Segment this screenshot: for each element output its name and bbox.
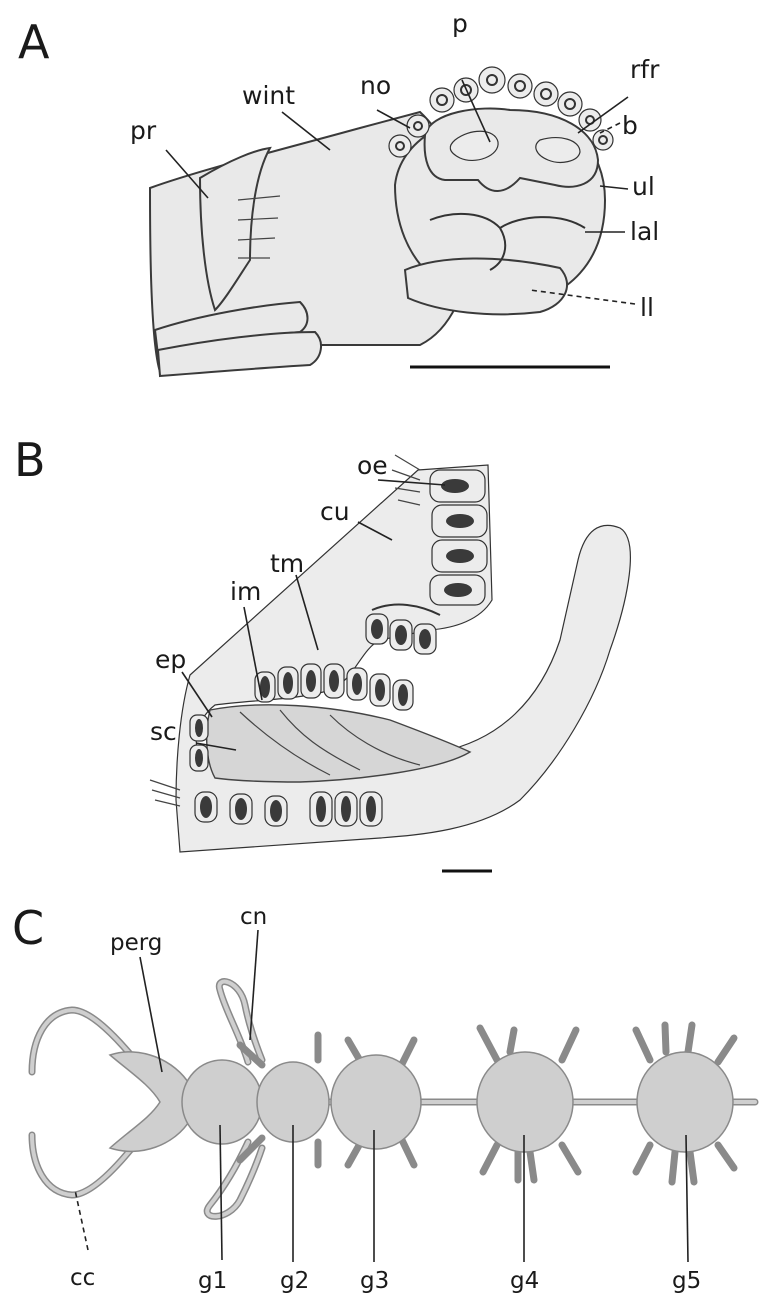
panel-c-letter: C xyxy=(12,901,44,955)
label-cn: cn xyxy=(240,904,267,930)
label-wint: wint xyxy=(242,81,295,110)
label-b: b xyxy=(622,111,638,140)
label-g3: g3 xyxy=(360,1268,389,1294)
label-ep: ep xyxy=(155,645,186,674)
label-ll: ll xyxy=(640,293,654,322)
label-sc: sc xyxy=(150,717,177,746)
ganglion-g3 xyxy=(331,1055,421,1149)
label-oe: oe xyxy=(357,451,388,480)
ganglion-g5 xyxy=(637,1052,733,1152)
label-rfr: rfr xyxy=(630,55,660,84)
panel-a: A xyxy=(18,9,660,376)
label-cc: cc xyxy=(70,1265,95,1291)
nervous-system-drawing xyxy=(32,982,755,1217)
label-im: im xyxy=(230,577,261,606)
pharynx-section-drawing xyxy=(150,455,630,852)
panel-b-letter: B xyxy=(14,433,46,487)
panel-b: B xyxy=(14,433,630,871)
label-g2: g2 xyxy=(280,1268,309,1294)
panel-c: C xyxy=(12,901,755,1294)
label-g5: g5 xyxy=(672,1268,701,1294)
label-tm: tm xyxy=(270,549,304,578)
label-ul: ul xyxy=(632,172,655,201)
label-g4: g4 xyxy=(510,1268,539,1294)
label-g1: g1 xyxy=(198,1268,227,1294)
label-perg: perg xyxy=(110,930,162,956)
panel-a-letter: A xyxy=(18,15,50,69)
label-lal: lal xyxy=(630,217,659,246)
ganglion-g1 xyxy=(182,1060,262,1144)
label-cu: cu xyxy=(320,497,350,526)
label-pr: pr xyxy=(130,116,157,145)
label-p: p xyxy=(452,9,468,38)
ganglion-g4 xyxy=(477,1052,573,1152)
label-no: no xyxy=(360,71,391,100)
